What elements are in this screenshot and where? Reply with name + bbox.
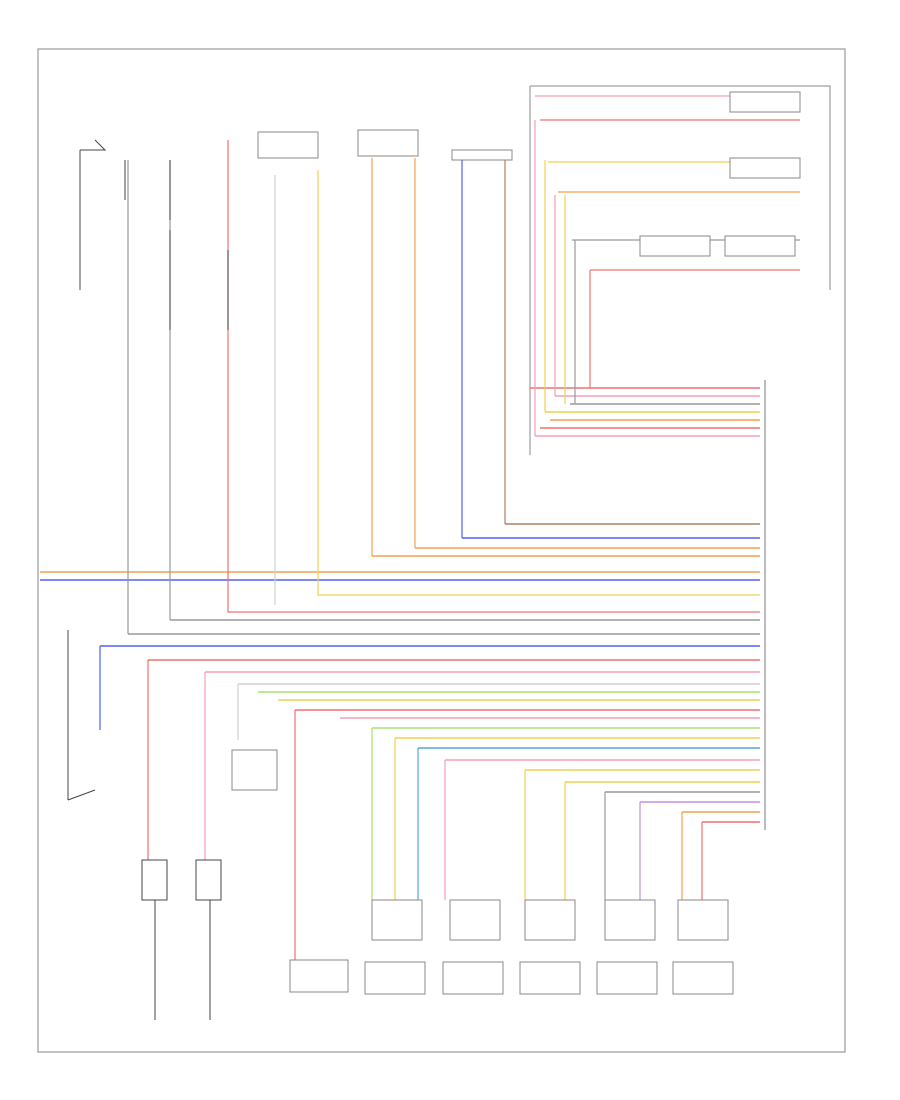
vertical-wires bbox=[99, 120, 760, 960]
sensor-box bbox=[371, 899, 423, 941]
lower-sensors bbox=[231, 749, 734, 995]
sensor-box bbox=[672, 961, 734, 995]
top-right-connectors bbox=[535, 91, 801, 271]
left-switches bbox=[67, 139, 229, 1020]
component-box bbox=[357, 129, 419, 157]
sensor-box bbox=[596, 961, 658, 995]
component-box bbox=[257, 131, 319, 159]
sensor-box bbox=[677, 899, 729, 941]
harness-wires bbox=[40, 387, 760, 823]
sensor-box bbox=[442, 961, 504, 995]
component-box bbox=[451, 149, 513, 161]
sensor-box bbox=[231, 749, 278, 791]
sensor-box bbox=[364, 961, 426, 995]
sensor-box bbox=[519, 961, 581, 995]
page-frame bbox=[37, 48, 846, 1053]
sensor-box bbox=[604, 899, 656, 941]
sensor-box bbox=[449, 899, 501, 941]
sensor-box bbox=[289, 959, 349, 993]
sensor-box bbox=[524, 899, 576, 941]
